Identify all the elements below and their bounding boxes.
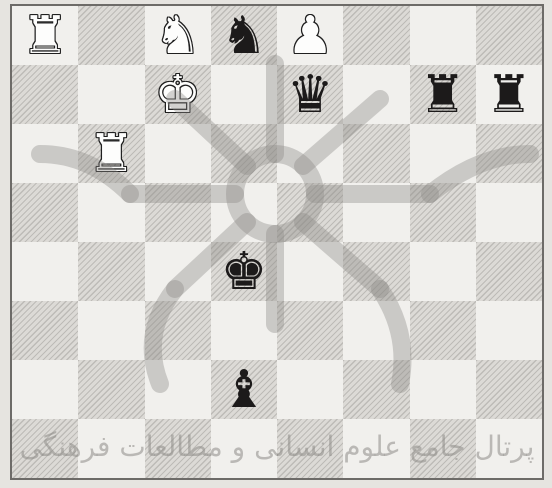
square-a5[interactable] bbox=[12, 183, 78, 242]
square-c6[interactable] bbox=[145, 124, 211, 183]
square-e6[interactable] bbox=[277, 124, 343, 183]
white-pawn-icon[interactable]: ♟ bbox=[287, 10, 334, 62]
square-e2[interactable] bbox=[277, 360, 343, 419]
white-rook-icon[interactable]: ♜ bbox=[88, 128, 135, 180]
square-d6[interactable] bbox=[211, 124, 277, 183]
black-knight-icon[interactable]: ♞ bbox=[221, 10, 268, 62]
square-a3[interactable] bbox=[12, 301, 78, 360]
white-rook-icon[interactable]: ♜ bbox=[22, 10, 69, 62]
black-rook-icon[interactable]: ♜ bbox=[419, 69, 466, 121]
black-bishop-icon[interactable]: ♝ bbox=[221, 364, 268, 416]
square-h7[interactable]: ♜ bbox=[476, 65, 542, 124]
square-g6[interactable] bbox=[410, 124, 476, 183]
square-c1[interactable] bbox=[145, 419, 211, 478]
square-c7[interactable]: ♚ bbox=[145, 65, 211, 124]
black-rook-icon[interactable]: ♜ bbox=[486, 69, 533, 121]
square-f1[interactable] bbox=[343, 419, 409, 478]
square-h6[interactable] bbox=[476, 124, 542, 183]
square-c3[interactable] bbox=[145, 301, 211, 360]
square-c5[interactable] bbox=[145, 183, 211, 242]
square-e1[interactable] bbox=[277, 419, 343, 478]
square-d1[interactable] bbox=[211, 419, 277, 478]
square-h8[interactable] bbox=[476, 6, 542, 65]
square-b3[interactable] bbox=[78, 301, 144, 360]
square-c4[interactable] bbox=[145, 242, 211, 301]
square-b5[interactable] bbox=[78, 183, 144, 242]
square-b8[interactable] bbox=[78, 6, 144, 65]
square-g5[interactable] bbox=[410, 183, 476, 242]
square-e5[interactable] bbox=[277, 183, 343, 242]
square-d8[interactable]: ♞ bbox=[211, 6, 277, 65]
square-b2[interactable] bbox=[78, 360, 144, 419]
square-h2[interactable] bbox=[476, 360, 542, 419]
black-king-icon[interactable]: ♚ bbox=[221, 246, 268, 298]
square-d7[interactable] bbox=[211, 65, 277, 124]
square-h5[interactable] bbox=[476, 183, 542, 242]
square-a4[interactable] bbox=[12, 242, 78, 301]
square-a1[interactable] bbox=[12, 419, 78, 478]
square-d4[interactable]: ♚ bbox=[211, 242, 277, 301]
square-f5[interactable] bbox=[343, 183, 409, 242]
square-e3[interactable] bbox=[277, 301, 343, 360]
square-d2[interactable]: ♝ bbox=[211, 360, 277, 419]
chess-board: ♜ ♞ ♞ ♟ ♚ ♛ ♜ ♜ ♜ ♚ ♝ bbox=[10, 4, 544, 480]
square-f8[interactable] bbox=[343, 6, 409, 65]
square-g3[interactable] bbox=[410, 301, 476, 360]
square-b6[interactable]: ♜ bbox=[78, 124, 144, 183]
square-e7[interactable]: ♛ bbox=[277, 65, 343, 124]
square-a7[interactable] bbox=[12, 65, 78, 124]
square-d3[interactable] bbox=[211, 301, 277, 360]
square-a8[interactable]: ♜ bbox=[12, 6, 78, 65]
square-b1[interactable] bbox=[78, 419, 144, 478]
square-c2[interactable] bbox=[145, 360, 211, 419]
square-b4[interactable] bbox=[78, 242, 144, 301]
square-b7[interactable] bbox=[78, 65, 144, 124]
square-d5[interactable] bbox=[211, 183, 277, 242]
white-knight-icon[interactable]: ♞ bbox=[154, 10, 201, 62]
square-f3[interactable] bbox=[343, 301, 409, 360]
square-e8[interactable]: ♟ bbox=[277, 6, 343, 65]
square-h1[interactable] bbox=[476, 419, 542, 478]
square-h3[interactable] bbox=[476, 301, 542, 360]
square-e4[interactable] bbox=[277, 242, 343, 301]
square-a6[interactable] bbox=[12, 124, 78, 183]
square-g4[interactable] bbox=[410, 242, 476, 301]
white-king-icon[interactable]: ♚ bbox=[154, 69, 201, 121]
black-queen-icon[interactable]: ♛ bbox=[287, 69, 334, 121]
square-f6[interactable] bbox=[343, 124, 409, 183]
square-h4[interactable] bbox=[476, 242, 542, 301]
square-f4[interactable] bbox=[343, 242, 409, 301]
square-c8[interactable]: ♞ bbox=[145, 6, 211, 65]
square-f2[interactable] bbox=[343, 360, 409, 419]
square-f7[interactable] bbox=[343, 65, 409, 124]
square-g2[interactable] bbox=[410, 360, 476, 419]
square-g7[interactable]: ♜ bbox=[410, 65, 476, 124]
square-g8[interactable] bbox=[410, 6, 476, 65]
square-a2[interactable] bbox=[12, 360, 78, 419]
square-g1[interactable] bbox=[410, 419, 476, 478]
